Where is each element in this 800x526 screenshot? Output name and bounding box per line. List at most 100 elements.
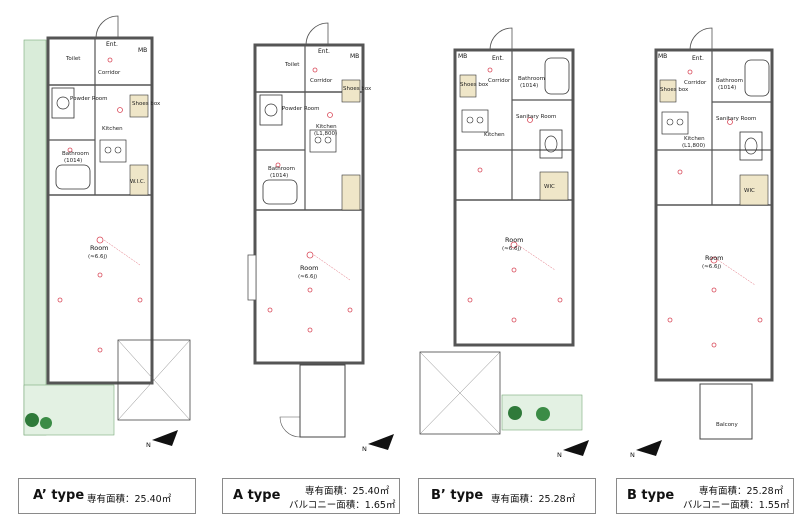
caption-a-prime: A’ type 専有面積：25.40㎡ [18, 478, 196, 514]
toilet-icon [744, 137, 758, 155]
washbasin [259, 94, 283, 126]
label-sanitary: Sanitary Room [716, 116, 756, 122]
caption-b: B type 専有面積：25.28㎡ バルコニー面積：1.55㎡ [616, 478, 794, 514]
electrical-symbols [467, 67, 563, 323]
caption-type: B’ type [431, 488, 484, 503]
kitchen-counter [99, 139, 127, 163]
garden-area [23, 384, 115, 436]
plan-b: N Ent. MB Corridor Shoes box Bathroom (1… [630, 27, 774, 459]
basin-icon [264, 103, 278, 117]
label-room-size: (≈6.6j) [88, 254, 107, 260]
label-wic: W.I.C. [130, 179, 146, 185]
hatch [419, 351, 501, 435]
caption-b-prime: B’ type 専有面積：25.28㎡ [418, 478, 596, 514]
label-wic: WIC [544, 184, 555, 190]
stove-icon [466, 116, 474, 124]
plan-a: N Ent. MB Toilet Corridor Shoes box Powd… [247, 22, 394, 453]
wiring-line [717, 259, 756, 286]
label-room: Room [300, 264, 319, 272]
outdoor-space [419, 351, 501, 435]
north-compass-icon: N [362, 434, 394, 453]
svg-text:N: N [630, 451, 635, 459]
label-kitchen: Kitchen [684, 136, 705, 142]
kitchen-counter [661, 111, 689, 135]
label-kitchen-size: (L1,800) [314, 131, 337, 137]
shoes-box [459, 74, 477, 98]
label-toilet: Toilet [65, 56, 81, 62]
label-kitchen: Kitchen [316, 124, 337, 130]
garden-strip [23, 39, 47, 436]
north-compass-icon: N [630, 440, 662, 459]
bathtub [544, 57, 570, 95]
outer-wall [46, 36, 154, 385]
label-kitchen: Kitchen [484, 132, 505, 138]
outer-wall [654, 48, 774, 382]
label-room: Room [90, 244, 109, 252]
label-corridor: Corridor [310, 78, 333, 84]
stove-icon [476, 116, 484, 124]
bathtub [744, 59, 770, 97]
shoes-box [341, 79, 361, 103]
label-toilet: Toilet [284, 62, 300, 68]
label-sanitary: Sanitary Room [516, 114, 556, 120]
label-ent: Ent. [692, 55, 704, 62]
shoes-box [129, 94, 149, 118]
label-bathroom-size: (1014) [520, 83, 538, 89]
caption-type: A type [233, 488, 281, 503]
bathtub [262, 179, 298, 205]
label-kitchen-size: (L1,800) [682, 143, 705, 149]
stove-icon [324, 136, 332, 144]
electrical-symbols [267, 67, 353, 333]
label-shoes: Shoes box [132, 101, 161, 107]
stove-icon [114, 146, 122, 154]
caption-type: B type [627, 488, 675, 503]
svg-text:N: N [362, 445, 367, 453]
label-bathroom: Bathroom [268, 166, 295, 172]
label-room-size: (≈6.6j) [298, 274, 317, 280]
balcony [299, 364, 346, 438]
basin-icon [56, 96, 70, 110]
label-room: Room [505, 236, 524, 244]
washbasin [539, 129, 563, 159]
toilet-icon [544, 135, 558, 153]
entry-door [305, 22, 329, 46]
kitchen-counter [461, 109, 489, 133]
tree-icon [536, 407, 550, 421]
caption-balcony-area: バルコニー面積：1.55㎡ [683, 500, 790, 511]
label-shoes: Shoes box [343, 86, 372, 92]
electrical-symbols [667, 69, 763, 348]
label-mb: MB [138, 47, 147, 54]
caption-type: A’ type [33, 488, 85, 503]
caption-area: 専有面積：25.28㎡ [699, 486, 784, 497]
label-powder: Powder Room [282, 106, 320, 112]
label-shoes: Shoes box [660, 87, 689, 93]
label-ent: Ent. [106, 41, 118, 48]
stove-icon [104, 146, 112, 154]
label-room: Room [705, 254, 724, 262]
outer-wall [253, 43, 365, 365]
label-balcony: Balcony [716, 422, 739, 428]
svg-text:N: N [557, 451, 562, 459]
label-bathroom-size: (1014) [64, 158, 82, 164]
washbasin [739, 131, 763, 161]
wic-cabinet [539, 171, 569, 201]
shoes-box [659, 79, 677, 103]
wiring-line [517, 244, 556, 271]
kitchen-counter [309, 129, 337, 153]
entry-door [489, 27, 513, 51]
label-bathroom: Bathroom [518, 76, 545, 82]
plan-a-prime: N Ent. MB Toilet Corridor Shoes box Powd… [23, 15, 191, 449]
window [247, 254, 257, 301]
tree-icon [508, 406, 522, 420]
label-shoes: Shoes box [460, 82, 489, 88]
svg-text:N: N [146, 441, 151, 449]
stove-icon [676, 118, 684, 126]
closet-cabinet [341, 174, 361, 211]
label-ent: Ent. [318, 48, 330, 55]
wiring-line [103, 239, 141, 266]
plan-b-prime: N Ent. MB Corridor Shoes box Bathroom (1… [419, 27, 589, 459]
label-powder: Powder Room [70, 96, 108, 102]
label-corridor: Corridor [684, 80, 707, 86]
caption-area: 専有面積：25.28㎡ [491, 494, 576, 505]
